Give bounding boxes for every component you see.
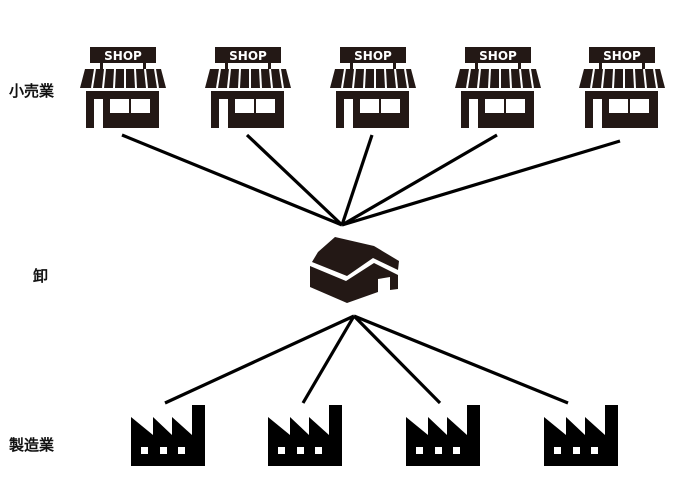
shop-sign-text: SHOP — [104, 49, 142, 63]
warehouse-icon — [310, 237, 399, 303]
connector-retail-2 — [245, 133, 344, 227]
shop-icon: SHOP — [329, 46, 417, 129]
connector-retail-3 — [340, 134, 374, 226]
shop-icon: SHOP — [204, 46, 292, 129]
tier-label-manufacturing: 製造業 — [9, 436, 55, 454]
shop-icon: SHOP — [79, 46, 167, 129]
shop-sign-text: SHOP — [229, 49, 267, 63]
connector-retail-1 — [121, 133, 343, 227]
connector-retail-5 — [341, 139, 621, 227]
shop-icon: SHOP — [454, 46, 542, 129]
shop-sign-text: SHOP — [354, 49, 392, 63]
factory-icon — [544, 405, 618, 466]
shop-sign-text: SHOP — [603, 49, 641, 63]
shop-icon: SHOP — [578, 46, 666, 129]
connector-maker-4 — [353, 314, 569, 405]
shop-sign-text: SHOP — [479, 49, 517, 63]
factory-icon — [406, 405, 480, 466]
connector-maker-2 — [301, 315, 356, 404]
tier-label-retail: 小売業 — [9, 82, 55, 100]
connector-maker-3 — [352, 314, 442, 405]
connector-retail-4 — [341, 133, 498, 227]
tier-label-wholesale: 卸 — [33, 267, 49, 285]
factory-icon — [131, 405, 205, 466]
factory-icon — [268, 405, 342, 466]
connector-maker-1 — [164, 314, 355, 405]
